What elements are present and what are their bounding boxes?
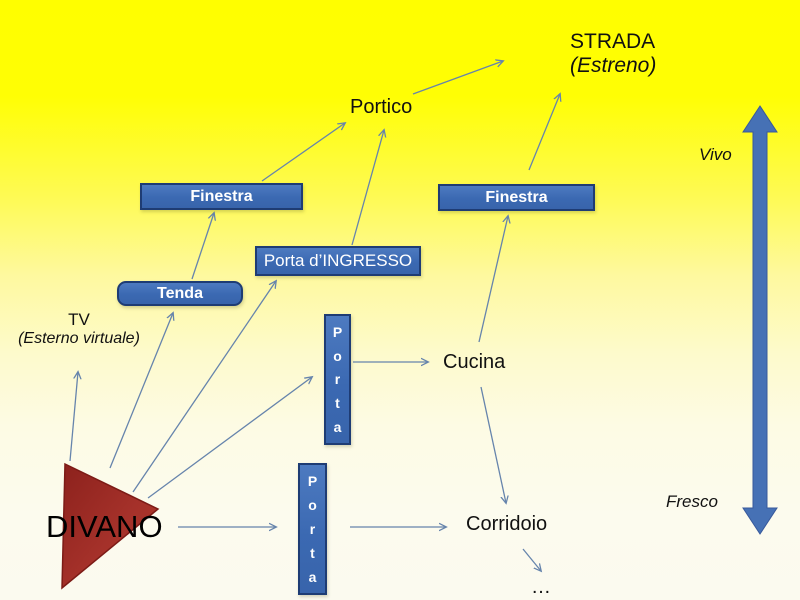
- portico-label: Portico: [350, 96, 413, 118]
- arrow-cucina-to-corridoio: [480, 386, 506, 503]
- porta-lower-letter: t: [310, 545, 315, 561]
- porta-lower-letter: o: [308, 497, 317, 513]
- arrow-divano-to-porta-upper: [147, 377, 312, 499]
- porta-upper-letter: t: [335, 395, 340, 412]
- tenda-box: Tenda: [117, 281, 243, 306]
- arrow-divano-to-tv: [69, 372, 78, 462]
- vivo-axis-label: Vivo: [699, 145, 732, 164]
- arrow-finestra-left-to-portico: [261, 123, 345, 182]
- divano-label: DIVANO: [46, 509, 163, 544]
- strada-label: STRADA: [570, 30, 656, 53]
- porta-upper-box: P o r t a: [324, 314, 351, 445]
- porta-upper-letter: r: [334, 371, 341, 388]
- tv-sublabel: (Esterno virtuale): [18, 329, 140, 347]
- arrow-divano-to-tenda: [109, 313, 173, 469]
- corridoio-label: Corridoio: [466, 513, 548, 535]
- porta-lower-letter: r: [309, 521, 316, 537]
- tv-label: TV: [68, 310, 90, 329]
- strada-node: STRADA (Estreno): [570, 30, 656, 78]
- porta-upper-letter: o: [333, 347, 342, 364]
- porta-upper-letter: P: [332, 323, 343, 340]
- porta-lower-letter: P: [307, 473, 318, 489]
- arrow-cucina-to-finestra-right: [478, 216, 508, 343]
- porta-upper-letter: a: [333, 419, 342, 436]
- fresco-axis-label: Fresco: [666, 492, 718, 511]
- finestra-right-box: Finestra: [438, 184, 595, 211]
- tv-node: TV (Esterno virtuale): [0, 310, 158, 348]
- finestra-left-box: Finestra: [140, 183, 303, 210]
- cucina-label: Cucina: [443, 351, 506, 373]
- arrow-portico-to-strada: [412, 61, 503, 95]
- arrow-divano-to-porta-ingresso: [132, 281, 276, 493]
- porta-lower-letter: a: [308, 569, 317, 585]
- porta-ingresso-box: Porta d’INGRESSO: [255, 246, 421, 276]
- vivo-fresco-double-arrow: [742, 105, 778, 535]
- arrow-finestra-right-to-strada: [528, 94, 560, 171]
- arrow-corridoio-to-ellipsis: [522, 548, 541, 571]
- arrow-porta-ingresso-to-portico: [351, 130, 384, 246]
- porta-lower-box: P o r t a: [298, 463, 327, 595]
- strada-sublabel: (Estreno): [570, 54, 657, 78]
- arrow-tenda-to-finestra-left: [191, 213, 214, 280]
- ellipsis-label: …: [531, 576, 552, 598]
- divano-triangle: [61, 462, 160, 590]
